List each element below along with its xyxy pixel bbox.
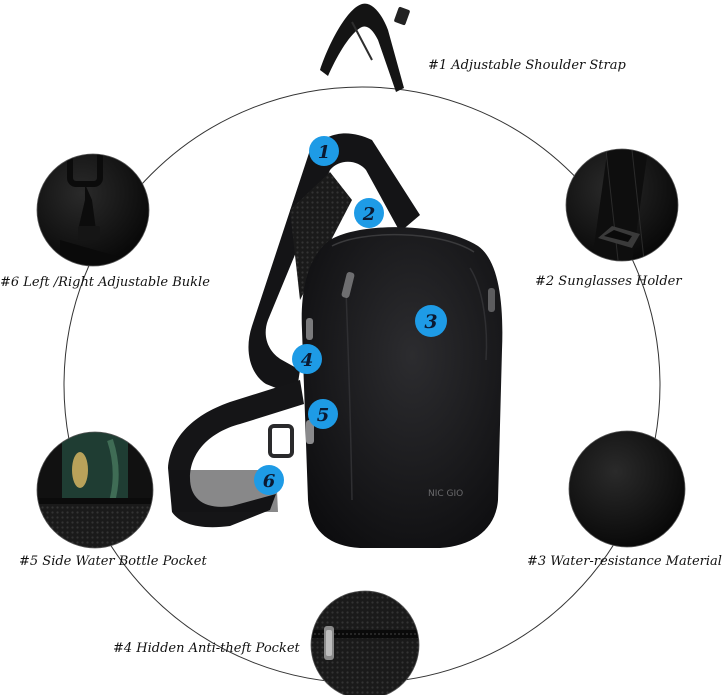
svg-text:6: 6 bbox=[263, 471, 276, 492]
feature-label-water-resistance: #3 Water-resistance Material bbox=[527, 554, 722, 569]
bottle-pocket-closeup-icon bbox=[36, 431, 154, 549]
marker-5: 5 bbox=[308, 399, 338, 429]
marker-1: 1 bbox=[309, 136, 339, 166]
brand-logo: NIC GIO bbox=[428, 489, 463, 499]
marker-6: 6 bbox=[254, 465, 284, 495]
svg-text:3: 3 bbox=[424, 311, 437, 333]
marker-3: 3 bbox=[415, 305, 447, 337]
svg-text:2: 2 bbox=[362, 204, 376, 225]
shoulder-strap-closeup-icon bbox=[320, 3, 410, 93]
feature-label-shoulder-strap: #1 Adjustable Shoulder Strap bbox=[428, 58, 626, 73]
marker-4: 4 bbox=[292, 344, 322, 374]
zipper-pocket-closeup-icon bbox=[310, 590, 420, 695]
feature-label-buckle: #6 Left /Right Adjustable Bukle bbox=[0, 275, 210, 290]
feature-label-bottle-pocket: #5 Side Water Bottle Pocket bbox=[19, 554, 207, 569]
marker-2: 2 bbox=[354, 198, 384, 228]
feature-label-anti-theft-pocket: #4 Hidden Anti-theft Pocket bbox=[113, 641, 300, 656]
svg-text:1: 1 bbox=[318, 142, 331, 163]
feature-label-sunglasses-holder: #2 Sunglasses Holder bbox=[535, 274, 682, 289]
sunglasses-holder-closeup-icon bbox=[565, 148, 679, 262]
svg-text:4: 4 bbox=[301, 350, 314, 371]
svg-text:5: 5 bbox=[317, 405, 330, 426]
buckle-closeup-icon bbox=[36, 153, 150, 267]
fabric-closeup-icon bbox=[568, 430, 686, 548]
sling-bag-image: NIC GIO bbox=[168, 133, 503, 548]
